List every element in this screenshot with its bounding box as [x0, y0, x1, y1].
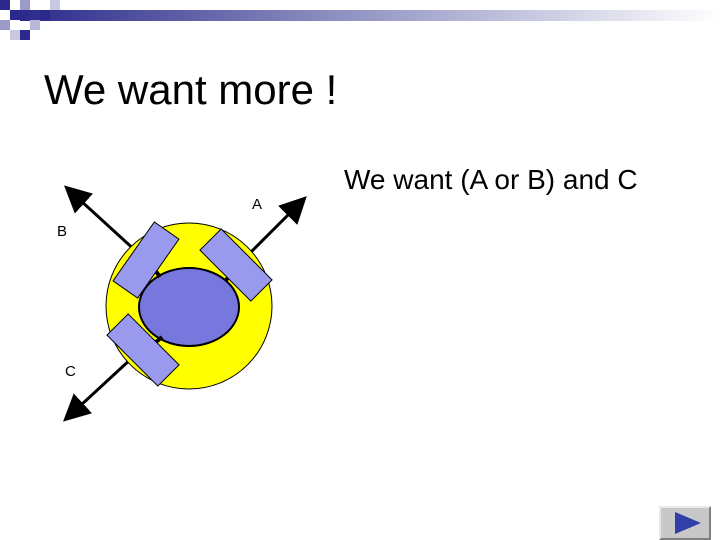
ligand-c [106, 313, 180, 387]
header-pattern [0, 0, 720, 40]
blue-core [138, 267, 240, 347]
header-band [20, 10, 720, 21]
label-b: B [57, 223, 67, 240]
play-arrow-icon [675, 512, 701, 534]
next-slide-button[interactable] [659, 506, 711, 540]
condition-text: We want (A or B) and C [344, 164, 638, 195]
slide-title: We want more ! [44, 66, 338, 113]
label-c: C [65, 363, 76, 380]
ligand-b [112, 221, 180, 299]
arrow-c [63, 356, 134, 422]
label-a: A [252, 196, 262, 213]
header-squares [0, 0, 60, 40]
ligand-a [199, 228, 273, 302]
arrow-a [248, 196, 307, 255]
arrow-b [64, 185, 140, 255]
